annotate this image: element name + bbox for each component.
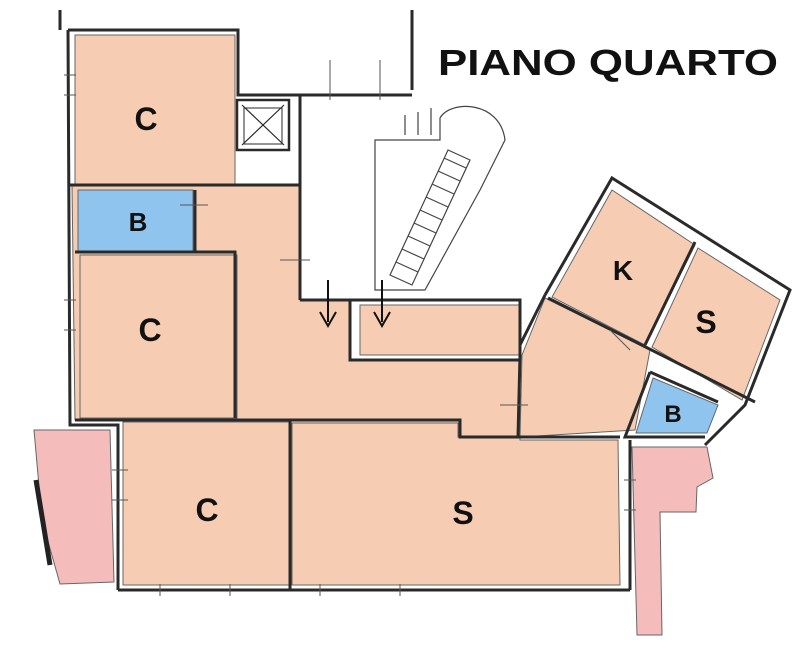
lift-cross-2 bbox=[241, 104, 285, 146]
door-marks bbox=[64, 60, 636, 596]
terrace-left bbox=[33, 429, 115, 585]
corridor-east bbox=[359, 304, 521, 356]
room-label-bedroom-1: C bbox=[134, 101, 157, 137]
room-label-kitchen: K bbox=[613, 255, 633, 286]
entrance-arrow-2 bbox=[373, 280, 391, 329]
room-bathroom-1 bbox=[77, 189, 194, 253]
lift-inner bbox=[243, 107, 283, 145]
entrance-arrow-1 bbox=[319, 280, 337, 329]
room-label-living-2: S bbox=[695, 304, 716, 340]
room-label-bedroom-2: C bbox=[138, 312, 161, 348]
room-living-2 bbox=[651, 247, 781, 401]
room-label-bathroom-1: B bbox=[129, 207, 148, 237]
staircase bbox=[374, 105, 506, 291]
room-bedroom-3 bbox=[122, 421, 290, 586]
room-bathroom-2 bbox=[635, 377, 719, 434]
terrace-right bbox=[631, 446, 714, 636]
room-bedroom-1 bbox=[74, 34, 236, 186]
walls bbox=[58, 10, 792, 592]
plan-title: PIANO QUARTO bbox=[438, 42, 778, 83]
room-bedroom-2 bbox=[79, 254, 238, 419]
room-label-bathroom-2: B bbox=[664, 401, 681, 428]
room-label-bedroom-3: C bbox=[195, 492, 218, 528]
room-label-living: S bbox=[452, 495, 473, 531]
room-living bbox=[291, 422, 621, 586]
terrace-railing bbox=[33, 479, 53, 566]
